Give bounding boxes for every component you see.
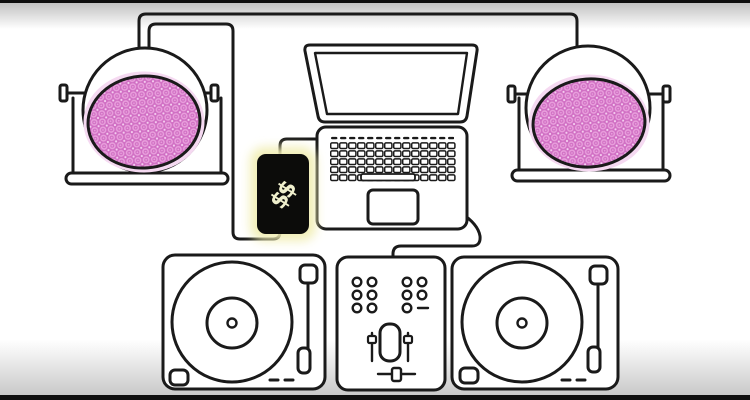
payment-phone: $$	[250, 147, 316, 241]
phone-body	[257, 154, 309, 234]
turntable-left	[161, 253, 327, 391]
knob-cap-right	[209, 83, 220, 103]
yoke-bottom-bar	[64, 171, 230, 186]
letterbox-top	[0, 0, 750, 3]
yoke-bottom-bar	[510, 168, 672, 183]
start-stop-button	[458, 366, 480, 385]
start-stop-button	[168, 368, 190, 387]
stage-light-left	[58, 46, 230, 186]
mixer-channel-fader-right	[402, 331, 414, 363]
mixer-crossfader	[376, 366, 417, 383]
laptop	[303, 43, 479, 231]
dj-mixer	[335, 255, 447, 392]
light-lens	[531, 77, 647, 169]
letterbox-bottom	[0, 395, 750, 400]
mixer-channel-fader-left	[366, 331, 378, 363]
tonearm-pivot	[298, 263, 319, 285]
turntable-right	[450, 255, 620, 391]
spindle	[516, 317, 528, 329]
background-top-fade	[0, 3, 750, 29]
light-lens	[86, 74, 202, 170]
cable-phone-to-laptop	[278, 137, 327, 170]
tonearm-pivot	[588, 264, 609, 286]
laptop-function-row	[330, 135, 454, 141]
laptop-trackpad	[366, 188, 420, 226]
spindle	[226, 317, 238, 329]
laptop-spacebar	[360, 173, 416, 182]
mixer-center-fader-track	[378, 322, 402, 363]
cable-light-to-light	[137, 12, 579, 62]
stage-light-right	[506, 44, 672, 183]
tonearm-headshell	[586, 345, 602, 374]
knob-cap-left	[58, 83, 69, 103]
knob-cap-left	[506, 84, 517, 104]
cable-laptop-to-mixer	[391, 211, 482, 265]
laptop-screen	[313, 51, 469, 116]
tonearm-headshell	[296, 346, 312, 375]
knob-cap-right	[661, 84, 672, 104]
mixer-knobs-left	[351, 276, 378, 314]
mixer-knobs-right	[401, 276, 430, 314]
